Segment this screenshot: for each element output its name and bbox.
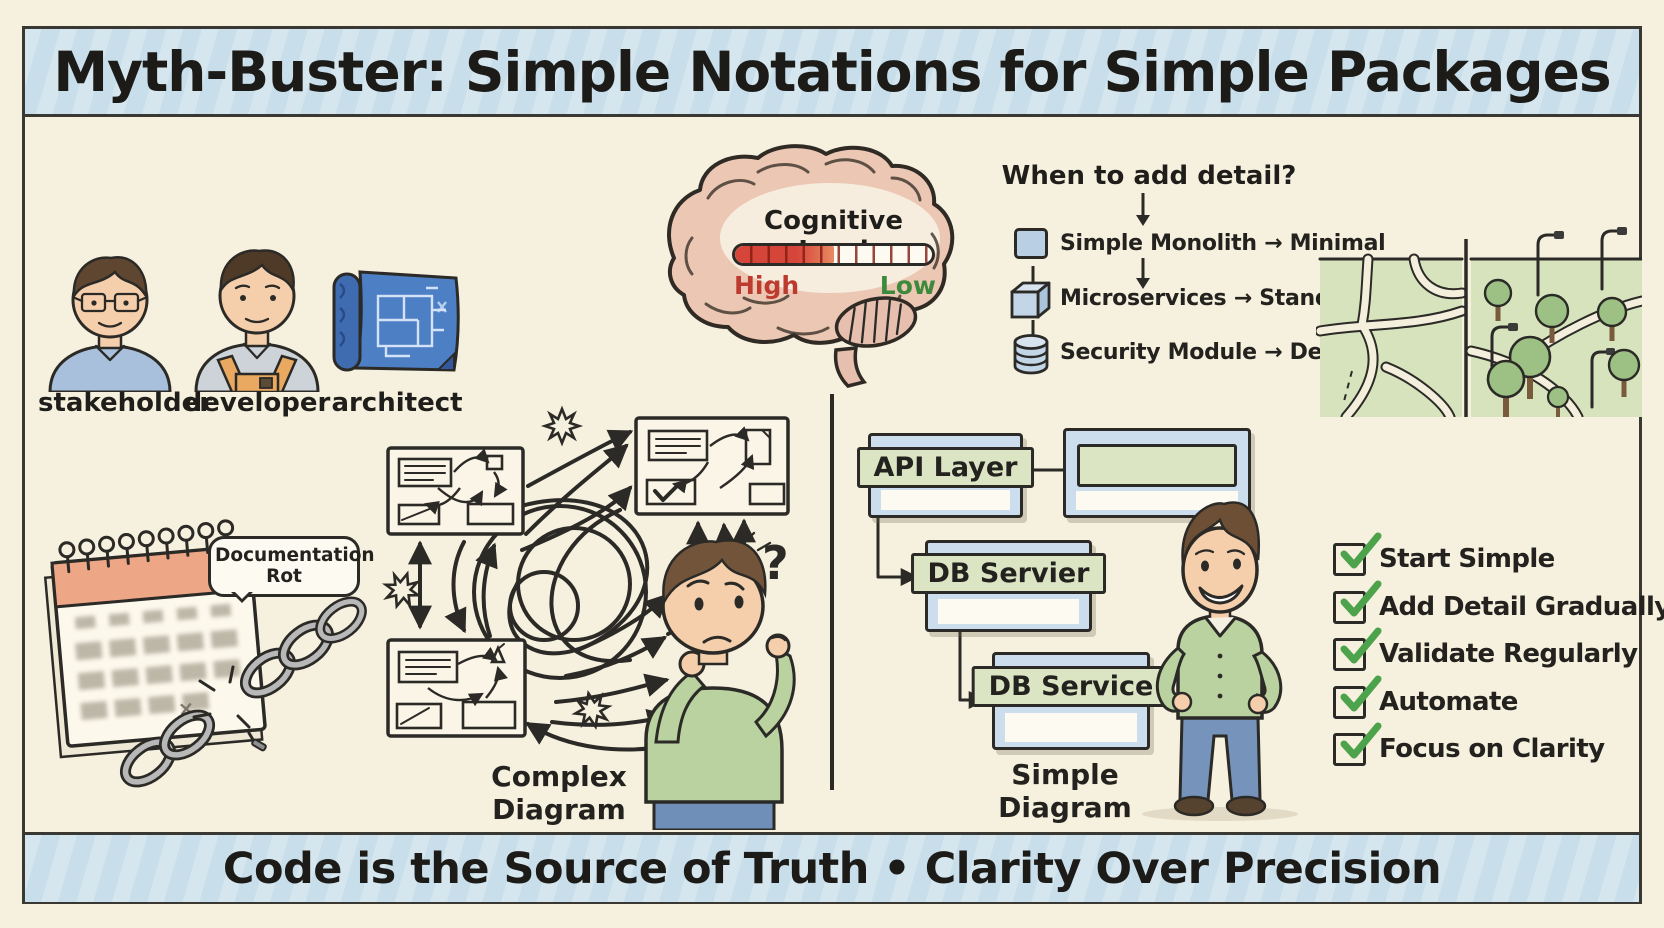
checkbox-checked-icon bbox=[1333, 722, 1382, 766]
cube-icon bbox=[1010, 281, 1051, 319]
simple-map-illustration bbox=[1316, 253, 1468, 417]
db-servier-box: DB Servier bbox=[910, 540, 1107, 632]
guide-heading: When to add detail? bbox=[1001, 161, 1297, 191]
checkbox-checked-icon bbox=[1333, 580, 1382, 624]
checkbox-checked-icon bbox=[1333, 627, 1382, 671]
maps-illustration bbox=[1316, 227, 1642, 417]
meter-low-label: Low bbox=[879, 271, 936, 300]
burst-icon bbox=[379, 567, 425, 613]
architect-label: architect bbox=[331, 388, 463, 418]
down-arrow-icon bbox=[1136, 258, 1150, 289]
complex-box bbox=[386, 446, 525, 536]
calendar-icon bbox=[43, 519, 267, 759]
guide-row-label: Microservices → Standard bbox=[1060, 286, 1371, 311]
checklist-item: Validate Regularly bbox=[1333, 627, 1638, 672]
checklist-label: Focus on Clarity bbox=[1379, 734, 1605, 764]
developer-avatar bbox=[194, 249, 320, 392]
checklist-item: Automate bbox=[1333, 675, 1518, 720]
developer-label: developer bbox=[183, 388, 331, 418]
blueprint-icon bbox=[332, 270, 460, 372]
detailed-map-illustration bbox=[1465, 227, 1642, 417]
complex-box bbox=[634, 416, 790, 516]
footer-banner: Code is the Source of Truth • Clarity Ov… bbox=[25, 832, 1639, 902]
tree-icon bbox=[1483, 278, 1641, 417]
db-servier-label: DB Servier bbox=[910, 553, 1107, 594]
complex-diagram-illustration bbox=[379, 407, 796, 830]
question-mark: ? bbox=[762, 536, 789, 590]
checklist-label: Add Detail Gradually bbox=[1379, 592, 1664, 622]
down-arrow-icon bbox=[1136, 193, 1150, 226]
broken-chain-icon bbox=[120, 596, 367, 788]
stakeholder-label: stakeholder bbox=[38, 388, 213, 418]
section-divider bbox=[830, 394, 834, 790]
cognitive-load-meter bbox=[732, 243, 935, 266]
checklist-label: Validate Regularly bbox=[1379, 639, 1638, 669]
page-title: Myth-Buster: Simple Notations for Simple… bbox=[53, 39, 1611, 104]
footer-slogan: Code is the Source of Truth • Clarity Ov… bbox=[222, 843, 1442, 894]
db-service-box: DB Service bbox=[971, 652, 1171, 750]
complex-box bbox=[386, 638, 527, 738]
checklist-item: Focus on Clarity bbox=[1333, 722, 1605, 767]
api-layer-label: API Layer bbox=[856, 447, 1035, 488]
doc-rot-text: Documentation Rot bbox=[215, 545, 375, 587]
stakeholder-avatar bbox=[48, 256, 172, 392]
checkbox-checked-icon bbox=[1333, 532, 1382, 576]
api-layer-box: API Layer bbox=[856, 433, 1035, 518]
documentation-rot-illustration bbox=[43, 519, 367, 788]
checklist-label: Start Simple bbox=[1379, 544, 1555, 574]
checklist-item: Add Detail Gradually bbox=[1333, 580, 1664, 625]
speech-bubble: Documentation Rot bbox=[208, 536, 375, 604]
happy-person-illustration bbox=[1142, 501, 1298, 821]
checklist-item: Start Simple bbox=[1333, 532, 1555, 577]
complex-diagram-caption: Complex Diagram bbox=[491, 760, 627, 826]
checklist-label: Automate bbox=[1379, 687, 1518, 717]
confused-person-illustration bbox=[644, 531, 796, 830]
db-service-label: DB Service bbox=[971, 666, 1171, 707]
burst-icon bbox=[543, 407, 581, 445]
database-icon bbox=[1013, 334, 1049, 375]
empty-box-label bbox=[1077, 444, 1237, 487]
meter-fill bbox=[735, 246, 932, 263]
square-icon bbox=[1014, 228, 1048, 259]
guide-row-label: Simple Monolith → Minimal bbox=[1060, 231, 1386, 256]
simple-diagram-caption: Simple Diagram bbox=[998, 758, 1132, 824]
street-lamp-icon bbox=[1490, 227, 1627, 409]
outer-frame bbox=[22, 26, 1642, 904]
meter-high-label: High bbox=[734, 271, 800, 300]
checkbox-checked-icon bbox=[1333, 675, 1382, 719]
title-banner: Myth-Buster: Simple Notations for Simple… bbox=[25, 29, 1639, 117]
